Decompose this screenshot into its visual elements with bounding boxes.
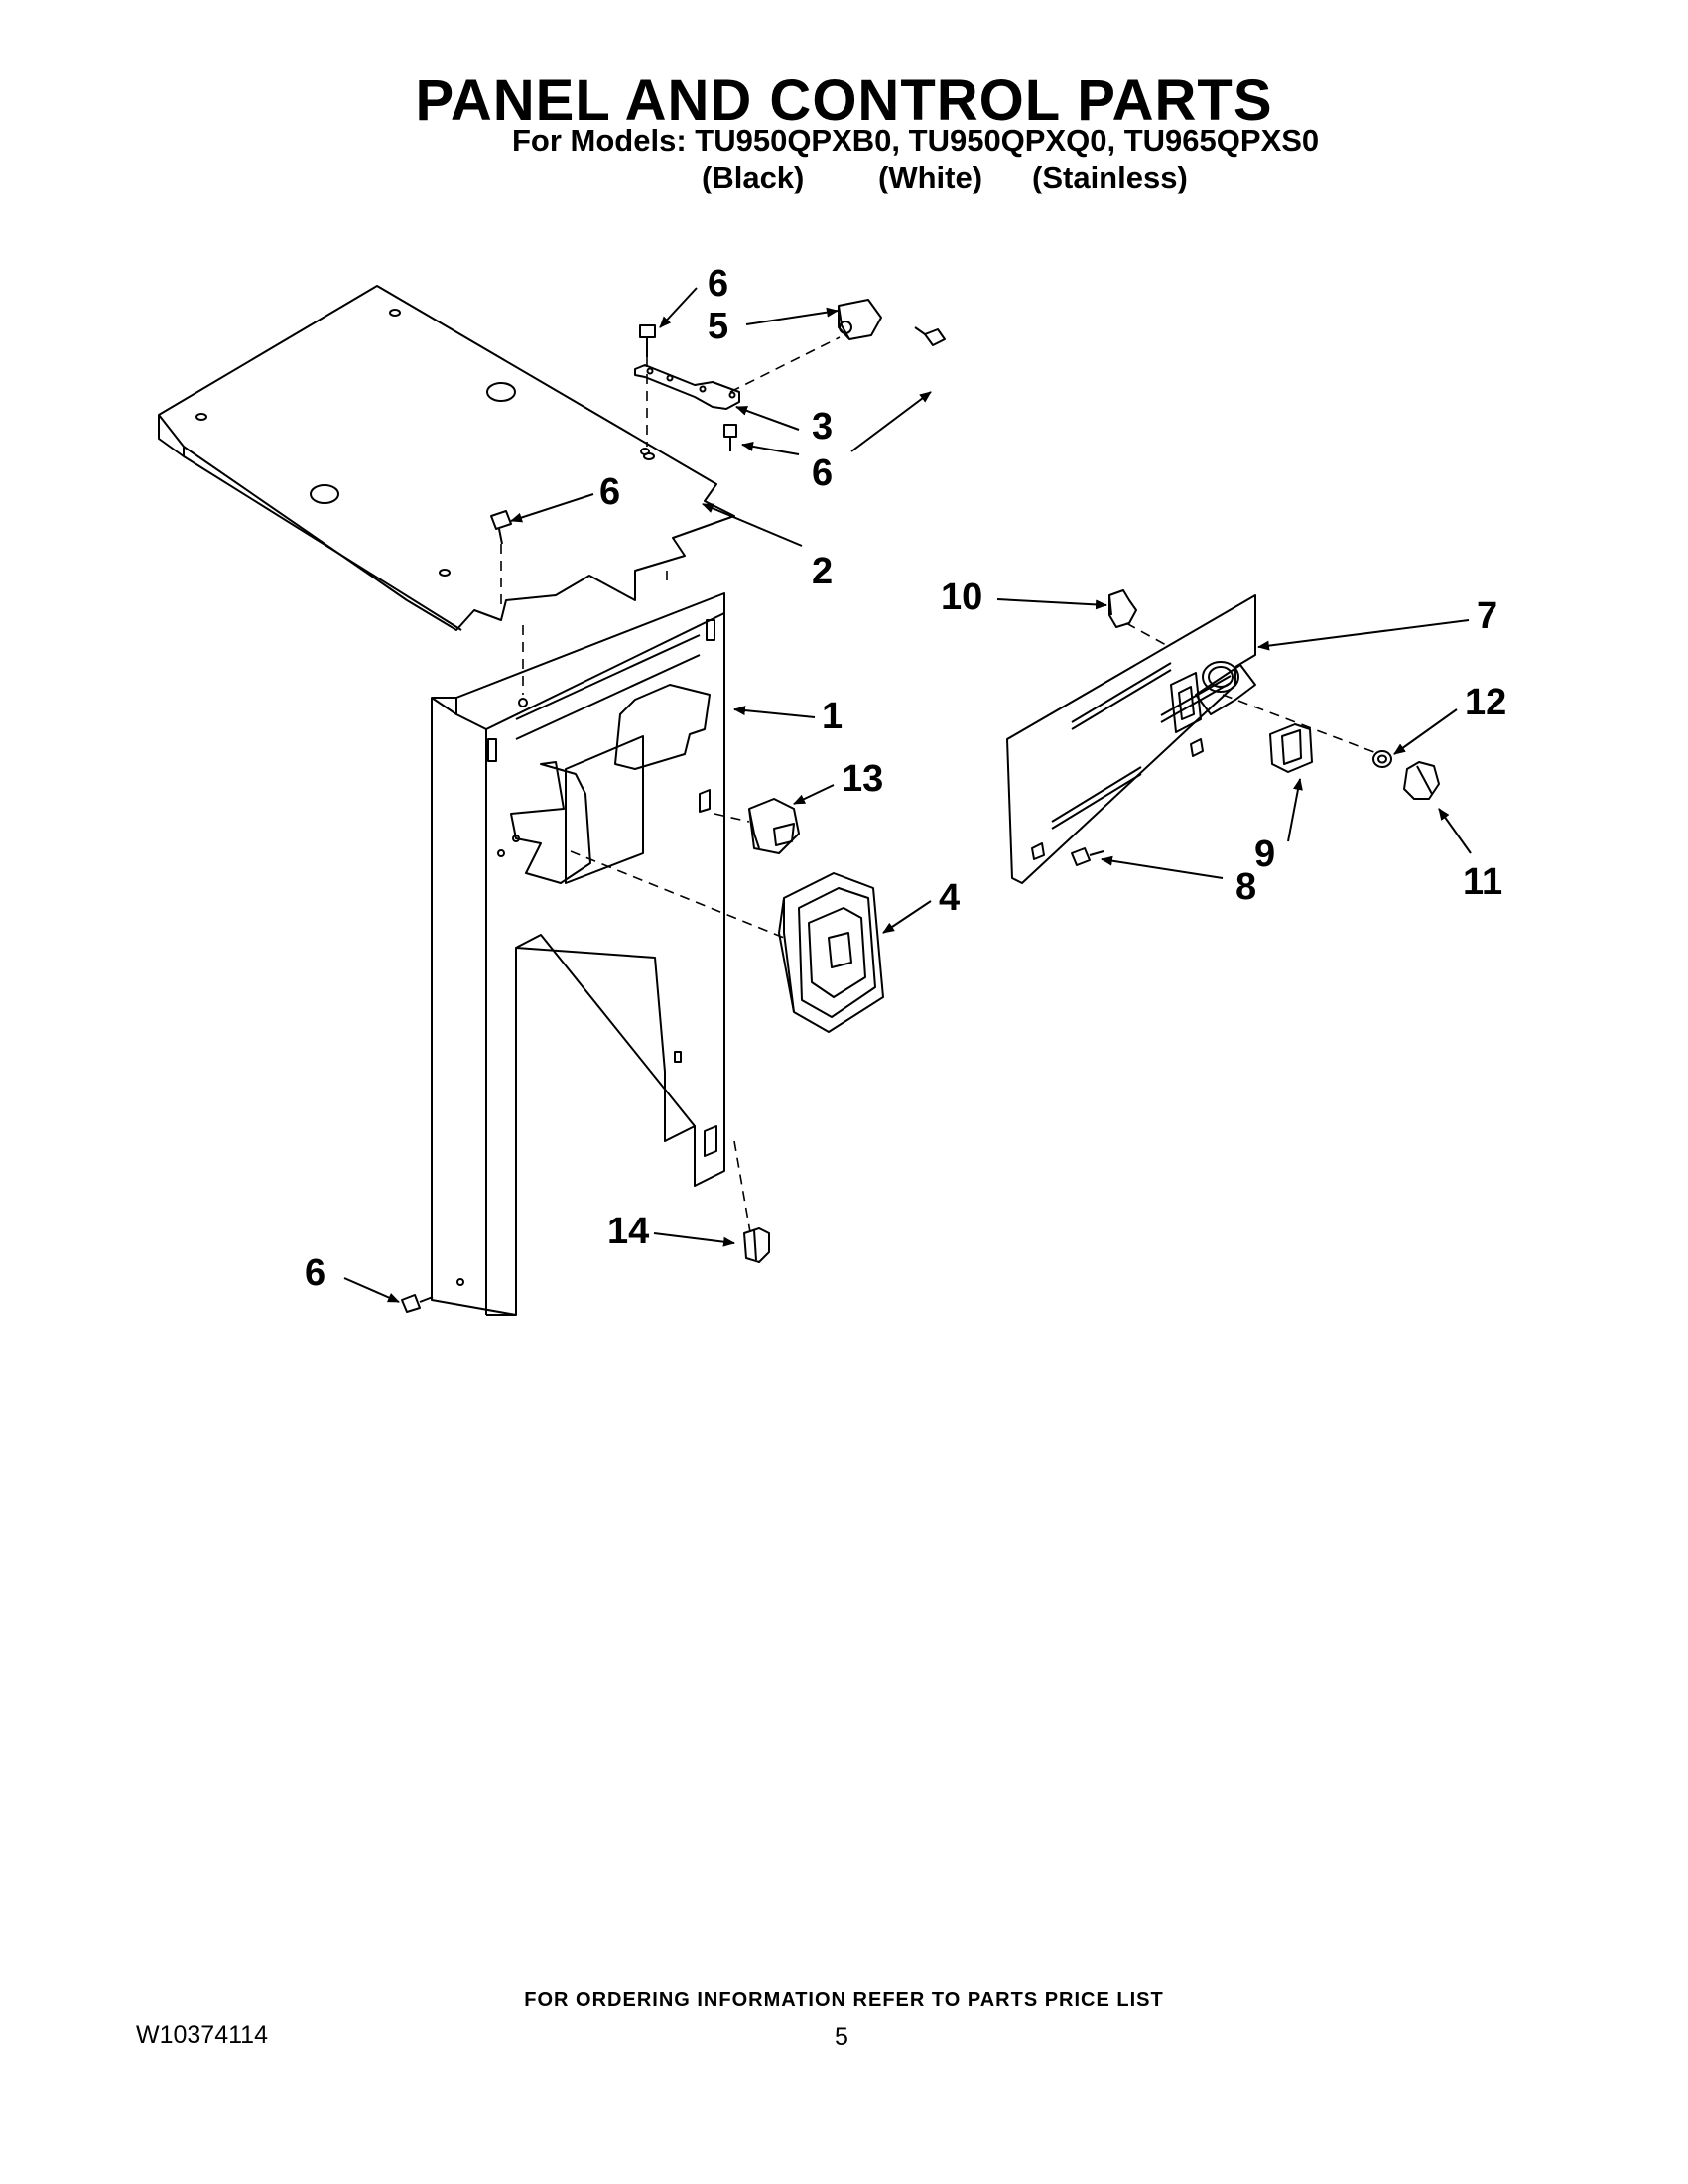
sensor-part	[743, 1227, 770, 1263]
variant-black: (Black)	[702, 160, 805, 194]
callout-11: 11	[1463, 861, 1502, 903]
rocker-switch-part	[748, 798, 800, 854]
callout-1: 1	[822, 696, 843, 737]
clip-part	[838, 299, 882, 340]
top-panel-part	[158, 285, 735, 631]
callout-7: 7	[1477, 595, 1497, 637]
knob-part	[1403, 761, 1440, 800]
callout-14: 14	[607, 1211, 649, 1252]
variant-white: (White)	[878, 160, 983, 194]
callout-6-bracket-screw: 6	[812, 452, 833, 494]
callout-9: 9	[1254, 834, 1275, 875]
page-title: PANEL AND CONTROL PARTS	[415, 68, 1273, 133]
callout-6-panel-screw: 6	[599, 471, 620, 513]
control-panel-part	[1006, 594, 1256, 884]
model-list: For Models: TU950QPXB0, TU950QPXQ0, TU96…	[512, 123, 1320, 158]
callout-4: 4	[939, 877, 960, 919]
page-number: 5	[835, 2023, 848, 2051]
callout-8: 8	[1235, 866, 1256, 908]
callout-6-top-screw: 6	[708, 263, 728, 305]
callout-12: 12	[1465, 682, 1506, 723]
small-switch-part	[1108, 589, 1137, 628]
ordering-note: FOR ORDERING INFORMATION REFER TO PARTS …	[524, 1990, 1164, 2011]
bracket-part	[634, 364, 740, 410]
callout-3: 3	[812, 406, 833, 448]
variant-stainless: (Stainless)	[1032, 160, 1188, 194]
callout-13: 13	[842, 758, 883, 800]
switch-part	[1269, 723, 1313, 773]
nut-part	[1372, 750, 1392, 768]
callout-10: 10	[941, 577, 982, 618]
callout-6-frame-screw: 6	[305, 1252, 325, 1294]
main-frame-part	[431, 592, 725, 1316]
housing-part	[778, 872, 884, 1033]
callout-5: 5	[708, 306, 728, 347]
assembly-guide-lines	[500, 336, 1380, 1233]
callout-2: 2	[812, 551, 833, 592]
screw-part	[401, 324, 1104, 1313]
leader-arrows	[343, 287, 1472, 1303]
callout-labels: 6 5 3 6 6 2 1 13 4 10 7 12 9 8 11 14 6	[305, 263, 1506, 1294]
document-number: W10374114	[136, 2021, 268, 2049]
